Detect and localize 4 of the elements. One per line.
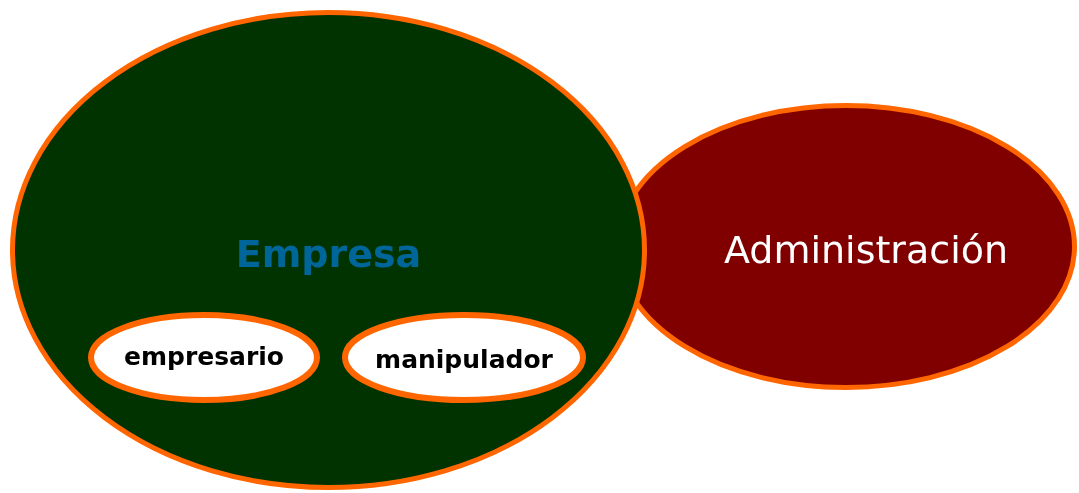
node-label: Administración	[722, 228, 1010, 272]
node-label: empresario	[123, 342, 285, 371]
node-label: Empresa	[234, 232, 423, 276]
node-label: manipulador	[374, 345, 554, 374]
